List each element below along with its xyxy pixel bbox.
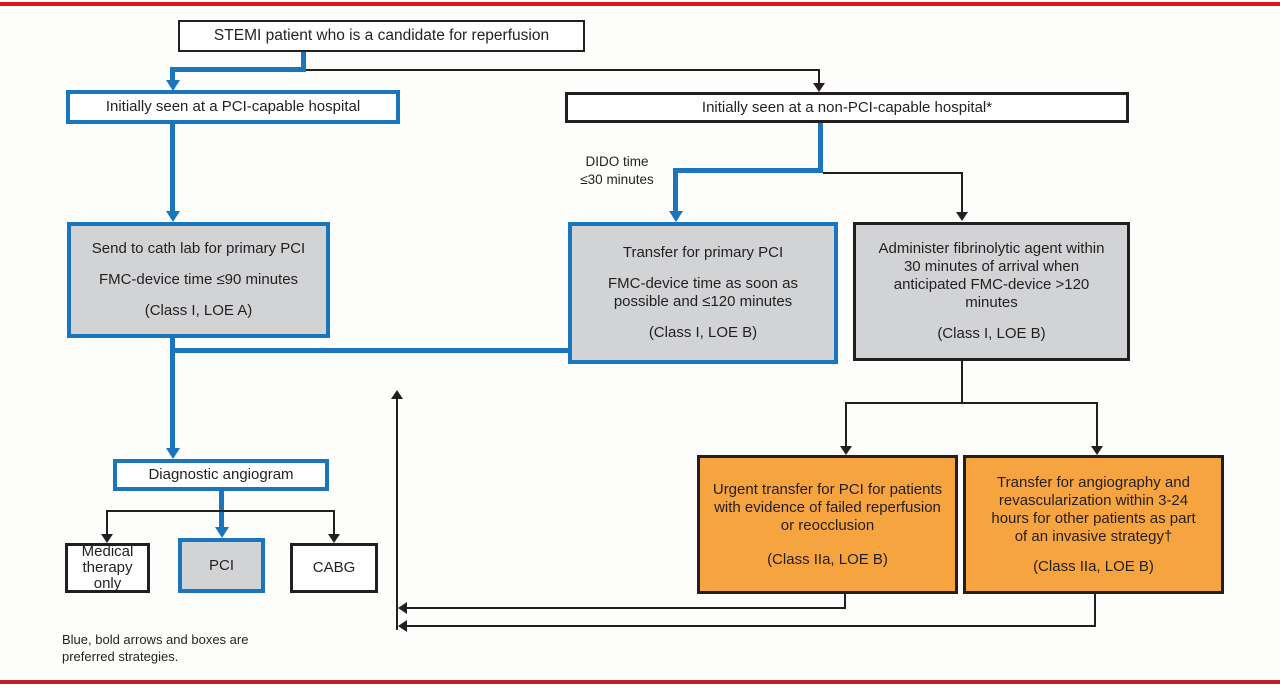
- arrowhead-into-angiogram: [166, 448, 180, 459]
- connector-into-medical-therapy: [106, 510, 108, 535]
- connector-nonpci-down: [818, 123, 823, 170]
- arrowhead-into-cathlab: [166, 211, 180, 222]
- connector-angiogram-split: [106, 510, 335, 512]
- connector-nonpci-to-fibrinolytic: [823, 172, 963, 174]
- connector-stemi-stub: [301, 52, 306, 70]
- arrowhead-into-pci-capable: [166, 80, 180, 91]
- node-label: Initially seen at a non-PCI-capable hosp…: [701, 98, 993, 116]
- connector-fibrinolytic-down: [961, 361, 963, 402]
- node-label: Initially seen at a PCI-capable hospital: [105, 98, 361, 115]
- arrowhead-into-urgent-transfer: [840, 446, 852, 455]
- class-loe-label: (Class I, LOE A): [144, 302, 253, 319]
- node-label: STEMI patient who is a candidate for rep…: [213, 27, 550, 44]
- top-red-rule: [0, 2, 1280, 6]
- node-pci-capable-hospital: Initially seen at a PCI-capable hospital: [66, 90, 400, 124]
- node-line: FMC-device time as soon as possible and …: [607, 275, 799, 310]
- connector-pci-capable-to-cathlab: [170, 124, 175, 212]
- connector-into-cabg: [333, 510, 335, 535]
- footnote-line2: preferred strategies.: [62, 649, 179, 664]
- arrowhead-into-nonpci: [813, 83, 825, 92]
- arrowhead-into-transfer-angiography: [1091, 446, 1103, 455]
- connector-cathlab-to-angiogram: [170, 338, 175, 449]
- arrowhead-into-transfer: [669, 211, 683, 222]
- connector-transfer-join: [170, 348, 572, 353]
- class-loe-label: (Class IIa, LOE B): [1033, 557, 1154, 575]
- node-non-pci-capable-hospital: Initially seen at a non-PCI-capable hosp…: [565, 92, 1129, 123]
- connector-into-transfer: [673, 168, 678, 212]
- node-label: PCI: [208, 556, 234, 574]
- bottom-red-rule: [0, 680, 1280, 684]
- node-label: Diagnostic angiogram: [148, 466, 294, 483]
- connector-stemi-to-right: [306, 69, 820, 71]
- arrowhead-return-upper: [398, 602, 407, 614]
- node-line: Urgent transfer for PCI for patients wit…: [712, 480, 943, 534]
- connector-urgent-transfer-return: [407, 607, 846, 609]
- node-label: CABG: [312, 559, 356, 576]
- node-transfer-angiography: Transfer for angiography and revasculari…: [963, 455, 1224, 594]
- node-line: Transfer for primary PCI: [622, 244, 784, 261]
- node-stemi-patient: STEMI patient who is a candidate for rep…: [178, 20, 585, 52]
- class-loe-label: (Class I, LOE B): [648, 324, 758, 341]
- arrowhead-into-cabg: [328, 534, 340, 543]
- node-administer-fibrinolytic: Administer fibrinolytic agent within 30 …: [853, 222, 1130, 361]
- node-line: Administer fibrinolytic agent within 30 …: [878, 240, 1105, 311]
- arrowhead-return-up: [391, 390, 403, 399]
- connector-transfer-angiography-down: [1094, 594, 1096, 626]
- connector-nonpci-to-transfer: [673, 168, 823, 173]
- connector-angiogram-to-pci: [219, 491, 224, 528]
- connector-return-vertical: [396, 399, 398, 630]
- footnote: Blue, bold arrows and boxes are preferre…: [62, 631, 248, 665]
- class-loe-label: (Class IIa, LOE B): [767, 550, 888, 568]
- dido-time-label: DIDO time ≤30 minutes: [573, 153, 661, 189]
- connector-urgent-transfer-down: [844, 594, 846, 608]
- dido-time-line2: ≤30 minutes: [580, 172, 654, 187]
- node-line: FMC-device time ≤90 minutes: [98, 271, 299, 288]
- class-loe-label: (Class I, LOE B): [937, 325, 1046, 342]
- connector-stemi-to-left: [170, 67, 306, 72]
- node-send-to-cath-lab: Send to cath lab for primary PCI FMC-dev…: [67, 222, 330, 338]
- node-label: Medical therapy only: [81, 543, 134, 592]
- node-urgent-transfer-pci: Urgent transfer for PCI for patients wit…: [697, 455, 958, 594]
- connector-into-transfer-angiography: [1096, 402, 1098, 447]
- connector-fibrinolytic-split: [845, 402, 1098, 404]
- footnote-line1: Blue, bold arrows and boxes are: [62, 632, 249, 647]
- connector-into-pci-capable: [170, 70, 175, 81]
- arrowhead-into-medical-therapy: [101, 534, 113, 543]
- arrowhead-into-fibrinolytic: [956, 212, 968, 221]
- dido-time-line1: DIDO time: [585, 154, 649, 169]
- node-medical-therapy-only: Medical therapy only: [65, 543, 150, 593]
- arrowhead-return-lower: [398, 620, 407, 632]
- connector-into-urgent-transfer: [845, 402, 847, 447]
- arrowhead-into-pci: [215, 527, 229, 538]
- node-line: Transfer for angiography and revasculari…: [991, 473, 1196, 545]
- node-diagnostic-angiogram: Diagnostic angiogram: [113, 459, 329, 491]
- connector-transfer-angiography-return: [407, 625, 1096, 627]
- node-line: Send to cath lab for primary PCI: [91, 240, 306, 257]
- connector-into-fibrinolytic: [961, 172, 963, 213]
- node-transfer-primary-pci: Transfer for primary PCI FMC-device time…: [568, 222, 838, 364]
- node-pci: PCI: [178, 538, 265, 593]
- connector-into-nonpci: [818, 69, 820, 84]
- node-cabg: CABG: [290, 543, 378, 593]
